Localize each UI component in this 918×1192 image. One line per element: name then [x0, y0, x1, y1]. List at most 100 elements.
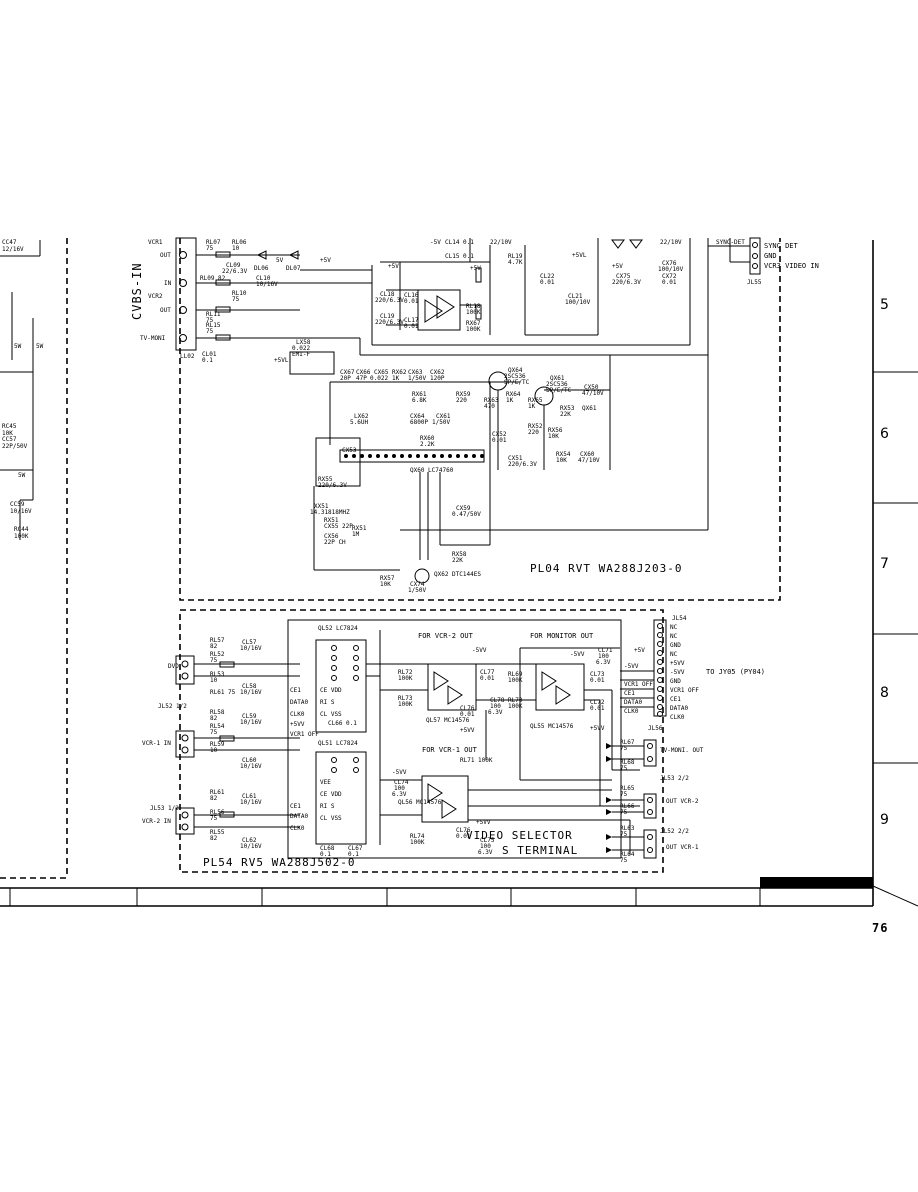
svg-text:QX61: QX61: [582, 405, 597, 412]
svg-text:RL55: RL55: [210, 829, 225, 836]
svg-text:QX61: QX61: [550, 375, 565, 382]
svg-text:RL11: RL11: [206, 311, 221, 318]
svg-text:CL59: CL59: [242, 713, 257, 720]
svg-text:100K: 100K: [14, 533, 29, 540]
cvbs-in-label: CVBS-IN: [130, 262, 144, 320]
svg-text:5W: 5W: [36, 343, 44, 350]
svg-text:12/16V: 12/16V: [2, 246, 24, 253]
svg-text:1K: 1K: [506, 397, 514, 404]
svg-text:DL07: DL07: [286, 265, 301, 272]
svg-text:4.7K: 4.7K: [508, 259, 523, 266]
svg-text:CL72: CL72: [590, 699, 605, 706]
svg-text:CX66: CX66: [356, 369, 371, 376]
svg-text:RL74: RL74: [410, 833, 425, 840]
svg-text:82: 82: [210, 643, 218, 650]
svg-text:6.8K: 6.8K: [412, 397, 427, 404]
section-monitor-out: FOR MONITOR OUT: [530, 632, 594, 640]
svg-text:5V: 5V: [276, 257, 284, 264]
vcr2-label: VCR2: [148, 293, 163, 300]
jl54-pin-7: GND: [670, 678, 681, 685]
svg-text:0.01: 0.01: [404, 298, 419, 305]
svg-text:DATA0: DATA0: [624, 699, 642, 706]
row-number-9: 9: [880, 812, 889, 828]
svg-text:47P: 47P: [356, 375, 367, 382]
pl54-board: PL54 RV5 WA288J502-0 VIDEO SELECTOR S TE…: [142, 609, 765, 873]
svg-text:0.01: 0.01: [662, 279, 677, 286]
svg-text:-5VV: -5VV: [570, 651, 585, 658]
svg-text:RL10: RL10: [232, 290, 247, 297]
vcr2-out-label: OUT: [160, 307, 171, 314]
svg-text:75: 75: [206, 317, 214, 324]
vcr1-out-label: OUT: [160, 252, 171, 259]
jl54-label: JL54: [672, 615, 687, 622]
svg-text:22P CH: 22P CH: [324, 539, 346, 546]
svg-text:100K: 100K: [466, 326, 481, 333]
svg-text:RX55: RX55: [318, 476, 333, 483]
svg-text:75: 75: [620, 831, 628, 838]
ql57-label: QL57 MC14576: [426, 717, 470, 724]
svg-text:RX63: RX63: [484, 397, 499, 404]
svg-text:220: 220: [528, 429, 539, 436]
svg-text:CX63: CX63: [408, 369, 423, 376]
svg-text:CL21: CL21: [568, 293, 583, 300]
svg-text:+5VV: +5VV: [290, 721, 305, 728]
jl54-pin-11: CLK0: [670, 714, 685, 721]
svg-text:10: 10: [232, 245, 240, 252]
svg-text:CLK0: CLK0: [624, 708, 639, 715]
qx60-label: QX60 LC74760: [410, 467, 454, 474]
svg-text:RL15: RL15: [206, 322, 221, 329]
svg-text:RI S: RI S: [320, 803, 335, 810]
jl54-pin-5: +5VV: [670, 660, 685, 667]
svg-text:2.2K: 2.2K: [420, 441, 435, 448]
svg-text:CL66 0.1: CL66 0.1: [328, 720, 357, 727]
svg-text:CL73: CL73: [590, 671, 605, 678]
svg-text:0.022: 0.022: [292, 345, 310, 352]
svg-text:-5VV: -5VV: [624, 663, 639, 670]
tvmoni-out-label: TV-MONI. OUT: [660, 747, 704, 754]
svg-text:0.022: 0.022: [370, 375, 388, 382]
svg-text:10/16V: 10/16V: [240, 645, 262, 652]
svg-text:10K: 10K: [548, 433, 559, 440]
svg-text:CL62: CL62: [242, 837, 257, 844]
svg-text:CL76: CL76: [456, 827, 471, 834]
svg-text:22K: 22K: [452, 557, 463, 564]
svg-text:CL77: CL77: [480, 669, 495, 676]
svg-text:RL64: RL64: [620, 851, 635, 858]
svg-text:LX62: LX62: [354, 413, 369, 420]
svg-text:6800P: 6800P: [410, 419, 428, 426]
svg-text:RL19: RL19: [508, 253, 523, 260]
svg-text:RI S: RI S: [320, 699, 335, 706]
svg-text:+5VV: +5VV: [460, 727, 475, 734]
svg-text:+5V: +5V: [634, 647, 645, 654]
svg-text:75: 75: [232, 296, 240, 303]
svg-text:CE1: CE1: [290, 803, 301, 810]
svg-text:220/6.3V: 220/6.3V: [318, 482, 347, 489]
svg-text:CE1: CE1: [290, 687, 301, 694]
svg-text:XX51: XX51: [314, 503, 329, 510]
svg-text:CL57: CL57: [242, 639, 257, 646]
row-number-7: 7: [880, 556, 889, 572]
svg-text:+5VL: +5VL: [274, 357, 289, 364]
svg-text:1M: 1M: [352, 531, 360, 538]
svg-text:RX54: RX54: [556, 451, 571, 458]
svg-text:CX76: CX76: [662, 260, 677, 267]
svg-text:220/6.3V: 220/6.3V: [375, 319, 404, 326]
svg-text:RL54: RL54: [210, 723, 225, 730]
svg-text:DL06: DL06: [254, 265, 269, 272]
svg-text:VCR1 OFF: VCR1 OFF: [290, 731, 319, 738]
svg-text:5.6UH: 5.6UH: [350, 419, 368, 426]
svg-text:0.01: 0.01: [492, 437, 507, 444]
svg-text:CX75: CX75: [616, 273, 631, 280]
gnd-label: GND: [764, 252, 777, 260]
svg-text:+5VL: +5VL: [572, 252, 587, 259]
svg-text:CL60: CL60: [242, 757, 257, 764]
svg-text:RX65: RX65: [528, 397, 543, 404]
svg-text:100/10V: 100/10V: [658, 266, 684, 273]
svg-text:CC47: CC47: [2, 239, 17, 246]
qx62-label: QX62 DTC144ES: [434, 571, 481, 578]
pl04-label: PL04 RVT WA288J203-0: [530, 562, 682, 575]
jl53-1-label: JL53 1/2: [150, 805, 179, 812]
jl54-pin-8: VCR1 OFF: [670, 687, 699, 694]
svg-text:10K: 10K: [380, 581, 391, 588]
ql55-label: QL55 MC14576: [530, 723, 574, 730]
